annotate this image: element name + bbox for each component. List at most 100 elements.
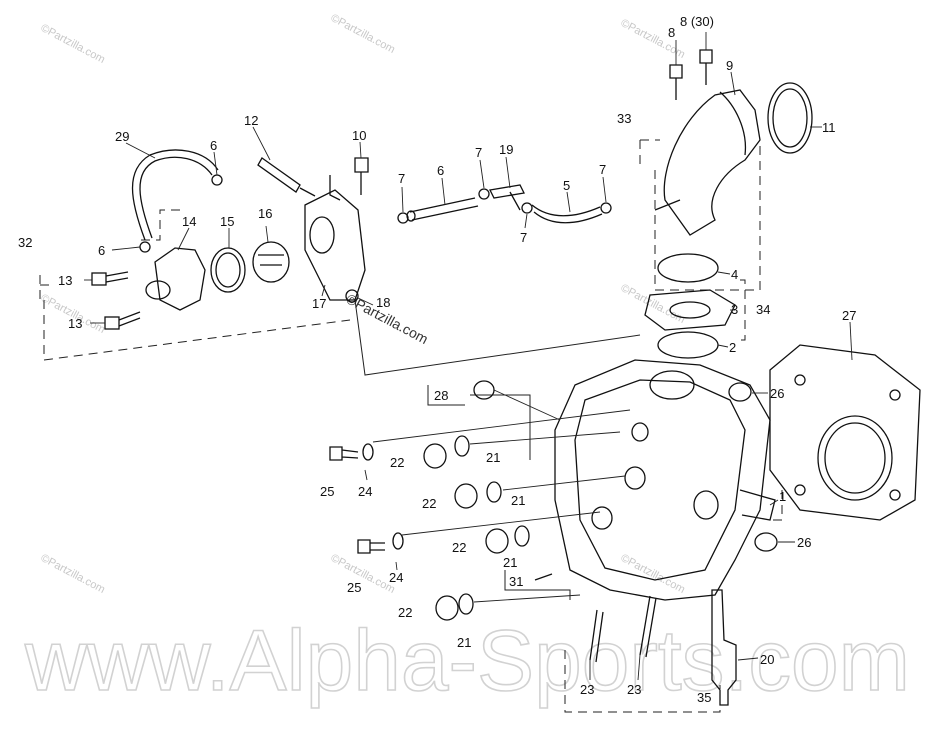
intake-pipe-33 bbox=[663, 89, 761, 236]
sensor-12 bbox=[257, 157, 301, 193]
gasket-15 bbox=[210, 247, 246, 293]
housing-nozzle bbox=[329, 175, 341, 201]
callout-1: 1 bbox=[779, 489, 786, 504]
head-gasket-hole bbox=[889, 489, 901, 501]
head-bolt-hole bbox=[591, 506, 613, 530]
bolt-25 bbox=[357, 539, 385, 554]
head-gasket-hole bbox=[794, 374, 806, 386]
o-ring-21 bbox=[454, 435, 470, 457]
stud-23 bbox=[639, 595, 657, 658]
leader-24 bbox=[364, 469, 368, 481]
callout-6: 6 bbox=[210, 138, 217, 153]
callout-25: 25 bbox=[347, 580, 361, 595]
leader-24 bbox=[401, 511, 601, 536]
thermostat-housing-17 bbox=[304, 189, 366, 301]
cylinder-head-1 bbox=[554, 359, 771, 601]
watermark-small: ©Partzilla.com bbox=[39, 22, 107, 66]
leader-4 bbox=[717, 271, 731, 275]
leader-7 bbox=[479, 159, 485, 189]
clamp-7 bbox=[397, 212, 409, 224]
o-ring-21 bbox=[486, 481, 502, 503]
callout-7: 7 bbox=[520, 230, 527, 245]
callout-3: 3 bbox=[731, 302, 738, 317]
bracket-14 bbox=[140, 209, 180, 241]
bolt-8-30 bbox=[699, 49, 713, 85]
leader-18 bbox=[357, 297, 374, 306]
bolt-13 bbox=[91, 271, 129, 286]
callout-15: 15 bbox=[220, 214, 234, 229]
head-bolt-hole bbox=[631, 422, 649, 442]
leader-27 bbox=[849, 321, 853, 361]
callout-22: 22 bbox=[452, 540, 466, 555]
leader-16 bbox=[265, 225, 269, 243]
thermostat-16-detail bbox=[258, 254, 284, 266]
callout-7: 7 bbox=[475, 145, 482, 160]
clamp-7 bbox=[600, 202, 612, 214]
callout-21: 21 bbox=[486, 450, 500, 465]
insulator-3 bbox=[644, 289, 736, 331]
callout-13: 13 bbox=[58, 273, 72, 288]
cap-22 bbox=[435, 595, 459, 621]
callout-11: 11 bbox=[822, 120, 836, 135]
callout-13: 13 bbox=[68, 316, 82, 331]
watermark-small: ©Partzilla.com bbox=[619, 17, 687, 61]
leader-12 bbox=[252, 126, 271, 161]
callout-21: 21 bbox=[503, 555, 517, 570]
washer-24 bbox=[362, 443, 374, 461]
cap-22 bbox=[454, 483, 478, 509]
hose-5 bbox=[531, 204, 603, 224]
intake-pipe-ribs bbox=[719, 91, 747, 156]
leader-14 bbox=[177, 227, 190, 251]
callout-10: 10 bbox=[352, 128, 366, 143]
tee-19 bbox=[489, 184, 525, 211]
hose-29 bbox=[131, 149, 219, 241]
callout-4: 4 bbox=[731, 267, 738, 282]
callout-16: 16 bbox=[258, 206, 272, 221]
callout-22: 22 bbox=[422, 496, 436, 511]
leader-1 bbox=[769, 499, 779, 506]
bracket-1 bbox=[770, 490, 783, 521]
bracket-28 bbox=[427, 385, 531, 460]
callout-5: 5 bbox=[563, 178, 570, 193]
head-spark-port bbox=[693, 490, 719, 520]
stud-23 bbox=[589, 609, 604, 663]
o-ring-21 bbox=[458, 593, 474, 615]
callout-31: 31 bbox=[509, 574, 523, 589]
gasket-15-inner bbox=[215, 252, 241, 288]
intake-stud bbox=[654, 199, 681, 211]
callout-21: 21 bbox=[457, 635, 471, 650]
leader-6 bbox=[441, 177, 446, 206]
callout-17: 17 bbox=[312, 296, 326, 311]
callout-24: 24 bbox=[389, 570, 403, 585]
callout-34: 34 bbox=[756, 302, 770, 317]
bracket-31 bbox=[504, 570, 571, 600]
callout-18: 18 bbox=[376, 295, 390, 310]
leader-9 bbox=[730, 71, 736, 96]
leader-21 bbox=[502, 475, 626, 491]
callout-29: 29 bbox=[115, 129, 129, 144]
leader-24 bbox=[372, 409, 631, 443]
leader-2 bbox=[717, 344, 729, 348]
clamp-6 bbox=[211, 174, 223, 186]
bolt-13 bbox=[104, 311, 141, 330]
callout-8-30: 8 (30) bbox=[680, 14, 714, 29]
head-gasket-27 bbox=[769, 344, 921, 521]
callout-9: 9 bbox=[726, 58, 733, 73]
leader-7 bbox=[401, 186, 404, 213]
callout-14: 14 bbox=[182, 214, 196, 229]
o-ring-2 bbox=[657, 331, 719, 359]
insulator-3-bore bbox=[669, 301, 711, 319]
plug-26 bbox=[728, 382, 752, 402]
leader-lines bbox=[84, 32, 853, 681]
watermark-site: www.Alpha-Sports.com bbox=[24, 613, 910, 709]
callout-7: 7 bbox=[599, 162, 606, 177]
callout-33: 33 bbox=[617, 111, 631, 126]
head-gasket-hole bbox=[794, 484, 806, 496]
bracket-34 bbox=[735, 279, 746, 341]
callout-21: 21 bbox=[511, 493, 525, 508]
o-ring-4 bbox=[657, 253, 719, 283]
washer-24 bbox=[392, 532, 404, 550]
o-ring-21 bbox=[514, 525, 530, 547]
cap-22 bbox=[423, 443, 447, 469]
